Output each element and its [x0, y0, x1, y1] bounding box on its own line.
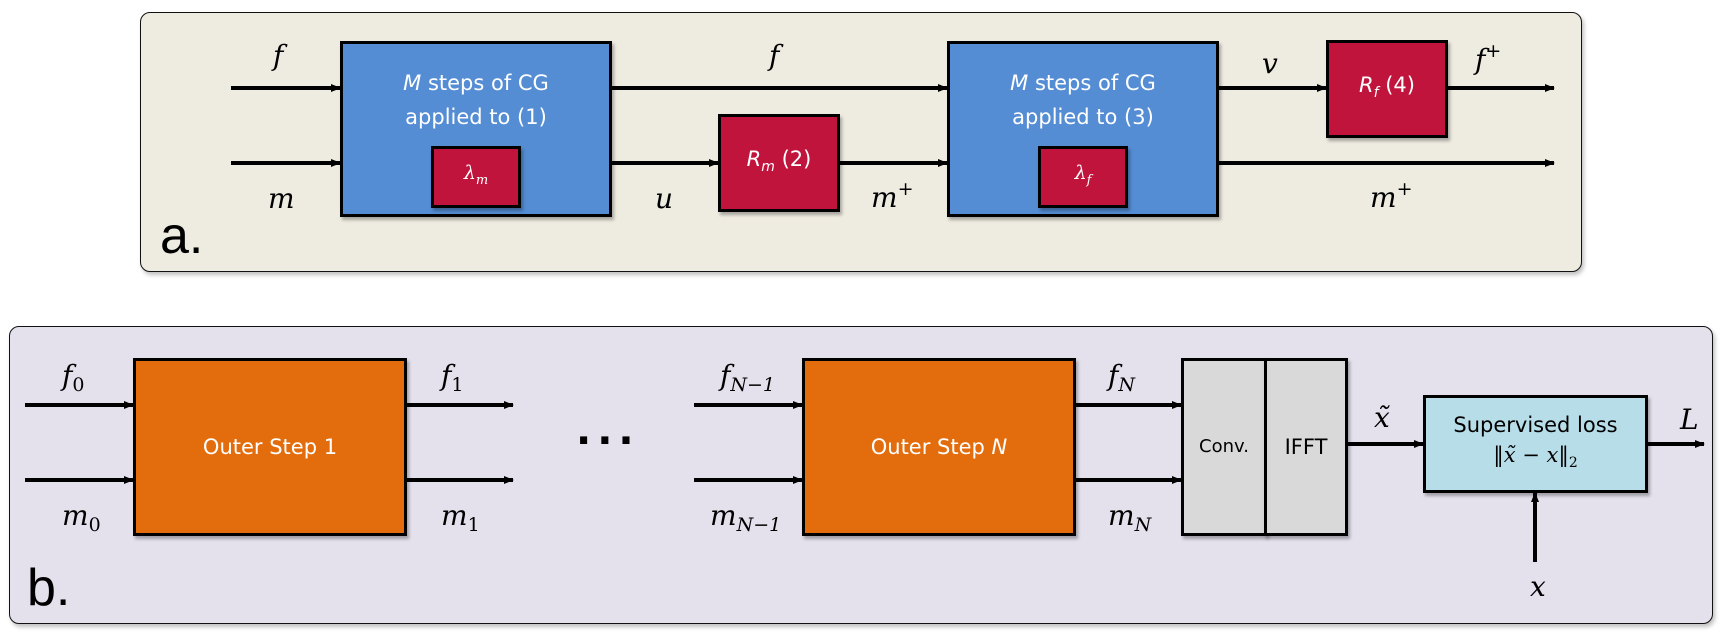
signal-x: x: [1530, 570, 1546, 603]
signal-f-mid: f: [769, 39, 780, 72]
signal-m-n-minus-1: mN−1: [710, 499, 782, 536]
signal-f0: f0: [62, 359, 85, 396]
signal-x-tilde: x̃: [1374, 401, 1390, 434]
outer-step-1-block: Outer Step 1: [133, 358, 407, 536]
cg-block-1-title: M steps of CG: [403, 71, 549, 95]
signal-v: v: [1262, 47, 1278, 80]
outer-step-n-block: Outer Step N: [802, 358, 1076, 536]
lambda-f-block: λf: [1038, 146, 1128, 208]
signal-m0: m0: [62, 499, 101, 536]
signal-m-plus-out: m+: [1370, 178, 1413, 214]
signal-f-n-minus-1: fN−1: [720, 359, 776, 396]
regularizer-f-block: Rf (4): [1326, 40, 1448, 138]
supervised-loss-block: Supervised loss ‖x̃ − x‖2: [1423, 395, 1648, 493]
ifft-block: IFFT: [1264, 358, 1348, 536]
signal-m-n: mN: [1108, 499, 1152, 536]
lambda-m-block: λm: [431, 146, 521, 208]
panel-b-label: b.: [27, 559, 71, 617]
signal-m1: m1: [441, 499, 480, 536]
signal-f-n: fN: [1108, 359, 1135, 396]
cg-block-2-subtitle: applied to (3): [1012, 105, 1154, 129]
cg-block-2-title: M steps of CG: [1010, 71, 1156, 95]
signal-f-in: f: [273, 39, 284, 72]
signal-u: u: [655, 182, 674, 215]
cg-block-1-subtitle: applied to (1): [405, 105, 547, 129]
signal-f1: f1: [441, 359, 464, 396]
signal-m-in: m: [268, 182, 295, 215]
conv-block: Conv.: [1181, 358, 1267, 536]
regularizer-m-block: Rm (2): [718, 114, 840, 212]
ellipsis: ···: [576, 418, 640, 464]
signal-f-plus: f+: [1475, 40, 1502, 76]
signal-m-plus-mid: m+: [871, 178, 914, 214]
panel-a-label: a.: [160, 207, 204, 265]
signal-l: L: [1680, 403, 1699, 436]
